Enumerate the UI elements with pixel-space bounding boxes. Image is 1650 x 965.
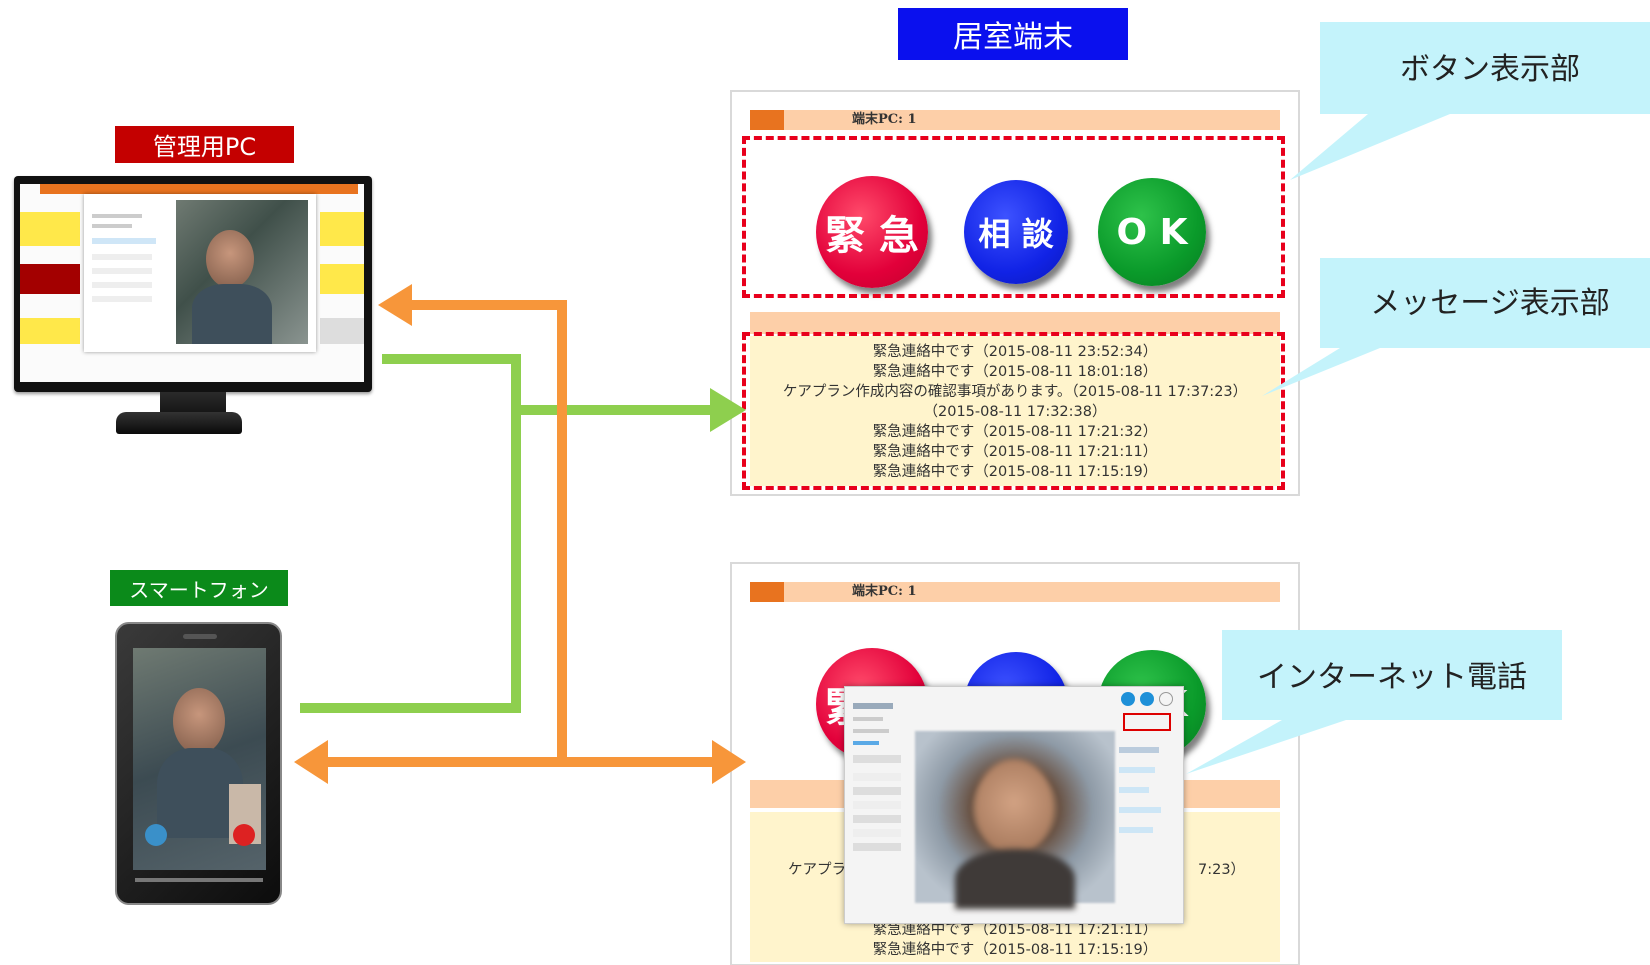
orange-arrowhead-terminal [712,740,746,784]
phone-speaker [183,634,217,639]
message-item: 緊急連絡中です（2015-08-11 17:21:11） [872,922,1158,938]
room-terminal-panel-top: 端末PC: 1 緊 急 相 談 O K 緊急連絡中です（2015-08-11 2… [730,90,1300,496]
header-tag [750,582,784,602]
contact-list-pane [853,697,909,917]
message-item: 緊急連絡中です（2015-08-11 17:21:11） [872,444,1158,460]
hangup-icon[interactable] [233,824,255,846]
smartphone-screen [133,648,266,870]
message-item-partial: ケアプラ [788,862,846,878]
monitor-stand-base [116,412,242,434]
video-call-window [84,194,316,352]
orange-arrowhead-pc [378,284,412,326]
terminal-header: 端末PC: 1 [750,110,1280,130]
message-item: （2015-08-11 17:32:38） [923,404,1107,420]
mute-icon[interactable] [145,824,167,846]
button-area-highlight [742,136,1285,298]
admin-pc-screen [20,184,364,382]
message-item-partial: 7:23） [1198,862,1246,878]
internet-phone-callout: インターネット電話 [1257,660,1527,695]
message-item: 緊急連絡中です（2015-08-11 17:15:19） [872,942,1158,958]
terminal-header: 端末PC: 1 [750,582,1280,602]
message-item: 緊急連絡中です（2015-08-11 17:15:19） [872,464,1158,480]
phone-bottom-bar [135,878,263,882]
smartphone-device [115,622,282,905]
ok-button[interactable]: O K [1098,178,1206,286]
message-item: 緊急連絡中です（2015-08-11 18:01:18） [872,364,1158,380]
consult-button[interactable]: 相 談 [964,180,1068,284]
orange-arrowhead-phone [294,740,328,784]
message-list: 緊急連絡中です（2015-08-11 23:52:34） 緊急連絡中です（201… [750,336,1280,486]
smartphone-title: スマートフォン [110,570,288,606]
emergency-button[interactable]: 緊 急 [816,176,928,288]
video-feed [915,731,1115,909]
button-area-callout: ボタン表示部 [1400,52,1580,87]
admin-pc-monitor [14,176,372,392]
separator-band [750,312,1280,334]
terminal-id-label: 端末PC: 1 [852,584,917,599]
header-tag [750,110,784,130]
message-area-callout: メッセージ表示部 [1370,286,1610,321]
remote-video [176,200,308,344]
message-item: 緊急連絡中です（2015-08-11 17:21:32） [872,424,1158,440]
room-terminal-title: 居室端末 [898,8,1128,60]
green-arrowhead [710,388,746,432]
terminal-id-label: 端末PC: 1 [852,112,917,127]
orange-flow-to-pc [400,300,567,762]
message-item: 緊急連絡中です（2015-08-11 23:52:34） [872,344,1158,360]
call-control-icons[interactable] [1121,691,1177,707]
chat-pane [1119,737,1177,907]
message-item: ケアプラン作成内容の確認事項があります。（2015-08-11 17:37:23… [782,384,1248,400]
caller-face [975,759,1053,855]
green-flow-from-pc [300,354,521,713]
call-status-highlight [1123,713,1171,731]
internet-phone-window[interactable] [844,686,1184,924]
admin-pc-title: 管理用PC [115,126,294,163]
